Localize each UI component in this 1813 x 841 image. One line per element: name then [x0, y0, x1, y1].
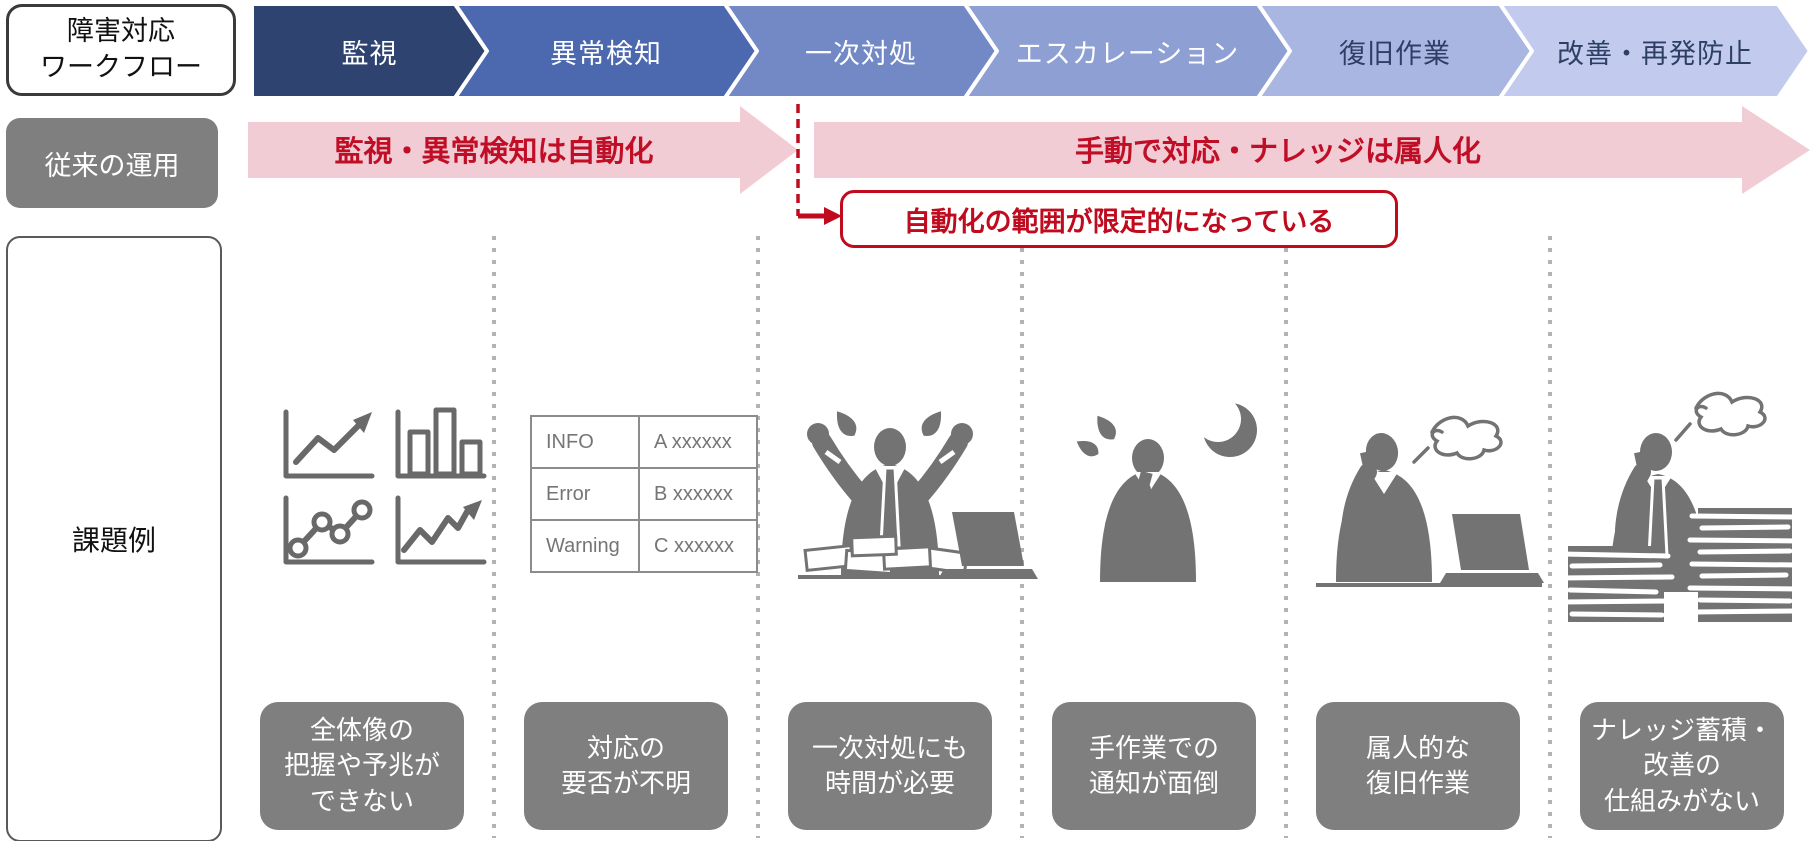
night-phone-call-icon — [1076, 396, 1257, 582]
confusion-scribble-icon — [1674, 391, 1767, 442]
chevron-label-first-response: 一次対処 — [805, 38, 917, 69]
issue-card-recovery: 属人的な 復旧作業 — [1316, 702, 1520, 830]
panicked-worker-icon — [798, 411, 1038, 579]
troubled-phone-call-icon — [1316, 415, 1544, 587]
log-table-row: Error B xxxxxx — [532, 469, 756, 521]
log-table: INFO A xxxxxx Error B xxxxxx Warning C x… — [530, 415, 758, 573]
log-table-row: Warning C xxxxxx — [532, 521, 756, 571]
log-level: INFO — [532, 417, 640, 467]
column-separators — [492, 236, 1552, 838]
bar-chart-icon — [395, 407, 487, 479]
automation-limit-callout: 自動化の範囲が限定的になっている — [840, 190, 1398, 248]
line-chart-icon — [283, 409, 375, 479]
issue-card-response: 一次対処にも 時間が必要 — [788, 702, 992, 830]
monitoring-charts-icon — [283, 407, 487, 565]
log-message: C xxxxxx — [654, 534, 734, 557]
workflow-title: 障害対応 ワークフロー — [40, 16, 202, 82]
automation-boundary — [796, 104, 842, 225]
chevron-label-anomaly-detection: 異常検知 — [550, 38, 662, 69]
elbow-arrowhead — [824, 207, 842, 225]
chevron-label-monitoring: 監視 — [341, 38, 398, 69]
log-message: B xxxxxx — [654, 482, 733, 505]
trend-chart-icon — [395, 495, 487, 565]
paper-stack-right-icon — [1687, 508, 1803, 622]
automated-range-caption: 監視・異常検知は自動化 — [334, 136, 654, 168]
chevron-label-recovery: 復旧作業 — [1339, 38, 1451, 69]
automated-range-arrow — [248, 106, 798, 194]
log-table-row: INFO A xxxxxx — [532, 417, 756, 469]
dot-line-chart-icon — [283, 495, 375, 565]
legacy-operation-row-label: 従来の運用 — [6, 118, 218, 208]
manual-range-caption: 手動で対応・ナレッジは属人化 — [1074, 136, 1481, 168]
issues-row-label: 課題例 — [6, 236, 222, 841]
papers-icon — [803, 534, 969, 576]
phone-call-paperwork-icon — [1557, 391, 1803, 622]
chevron-label-improvement: 改善・再発防止 — [1557, 38, 1753, 69]
issue-card-escalation: 手作業での 通知が面倒 — [1052, 702, 1256, 830]
log-level: Error — [532, 469, 640, 519]
issue-card-monitoring: 全体像の 把握や予兆が できない — [260, 702, 464, 830]
chevron-bar — [250, 2, 1812, 100]
workflow-title-box: 障害対応 ワークフロー — [6, 4, 236, 96]
crescent-moon-icon — [1195, 396, 1257, 457]
log-level: Warning — [532, 521, 640, 571]
laptop-icon — [938, 512, 1038, 579]
legacy-arrows — [248, 106, 1810, 194]
chevron-label-escalation: エスカレーション — [1015, 38, 1240, 69]
manual-range-arrow — [814, 106, 1810, 194]
paper-stack-left-icon — [1557, 546, 1675, 622]
sweat-drops-icon — [1076, 415, 1116, 457]
confusion-scribble-icon — [1412, 415, 1503, 464]
laptop-icon — [1440, 514, 1544, 583]
chevron-improvement — [1498, 2, 1812, 100]
log-message: A xxxxxx — [654, 430, 732, 453]
issue-card-detection: 対応の 要否が不明 — [524, 702, 728, 830]
issue-card-knowledge: ナレッジ蓄積・ 改善の 仕組みがない — [1580, 702, 1784, 830]
